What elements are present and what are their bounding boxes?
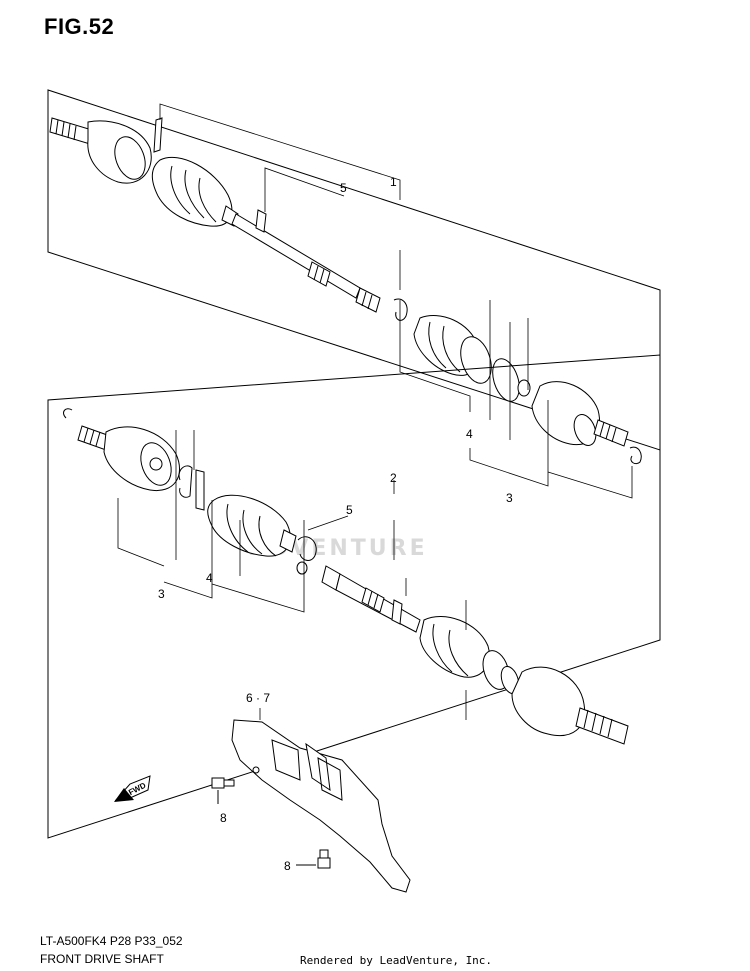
callout-1: 1: [390, 175, 397, 189]
callout-2: 2: [390, 471, 397, 485]
callout-6-7: 6 · 7: [246, 691, 270, 705]
bolt-8-upper: [211, 777, 235, 804]
lower-assembly-frame: [47, 354, 661, 839]
callout-8-upper: 8: [220, 811, 227, 825]
upper-drive-shaft: [49, 117, 642, 465]
callout-3-upper: 3: [506, 491, 513, 505]
lower-drive-shaft: [63, 408, 629, 745]
diagram-name: FRONT DRIVE SHAFT: [40, 952, 164, 966]
callout-5-lower: 5: [346, 503, 353, 517]
rendered-by-credit: Rendered by LeadVenture, Inc.: [300, 954, 493, 967]
bolt-8-lower: [296, 849, 331, 869]
callout-3-lower: 3: [158, 587, 165, 601]
upper-leader-lines: [159, 103, 633, 499]
callout-5-upper: 5: [340, 181, 347, 195]
upper-callouts: 1 5 4 3: [340, 175, 513, 505]
guard-callout: 6 · 7: [246, 691, 270, 720]
skid-guard-plate: [231, 719, 411, 893]
callout-4-upper: 4: [466, 427, 473, 441]
callout-4-lower: 4: [206, 571, 213, 585]
lower-callouts: 2 5 3 4: [158, 471, 397, 601]
figure-title: FIG.52: [44, 14, 115, 39]
lower-leader-lines: [117, 430, 467, 720]
forward-direction-arrow: FWD: [114, 775, 151, 802]
model-code: LT-A500FK4 P28 P33_052: [40, 934, 183, 948]
callout-8-lower: 8: [284, 859, 291, 873]
